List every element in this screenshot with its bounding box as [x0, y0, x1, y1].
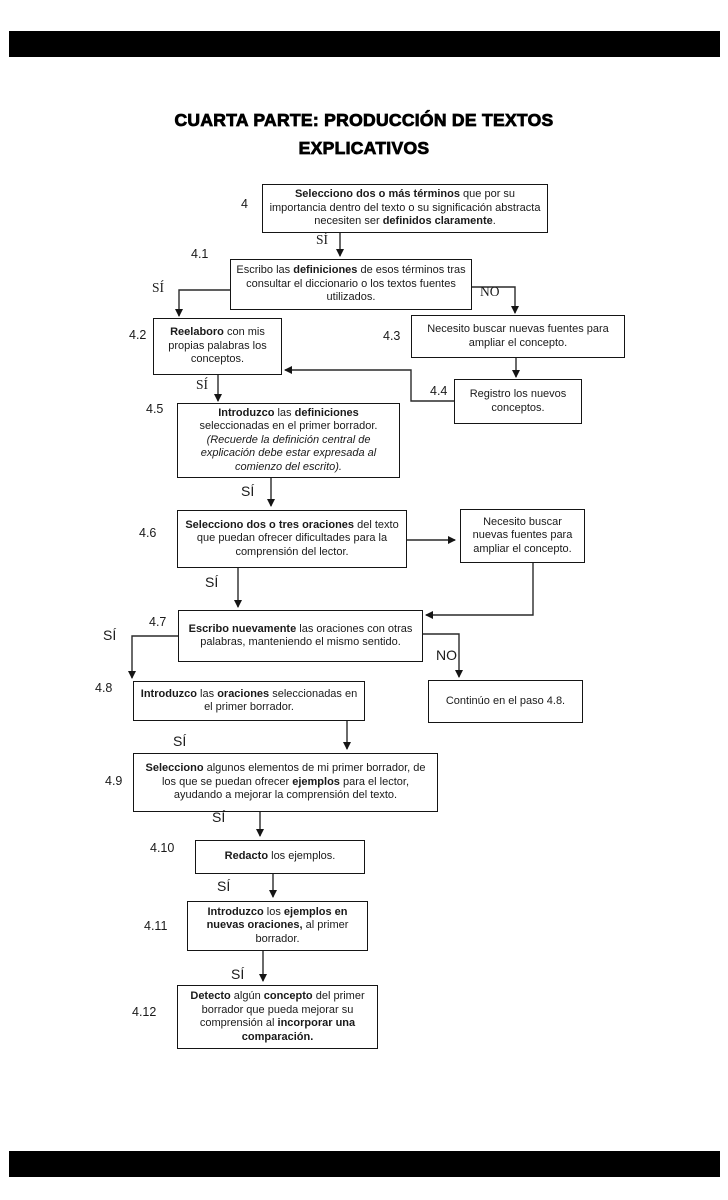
flow-connector-12	[423, 633, 463, 678]
flow-connector-5	[284, 366, 454, 402]
flow-connector-11	[128, 635, 178, 679]
flow-box-text: Detecto algún concepto del primer borrad…	[190, 990, 365, 1043]
edge-label-si-4-5: SÍ	[241, 483, 255, 499]
flow-box-4-9: Selecciono algunos elementos de mi prime…	[133, 753, 438, 812]
flow-box-4-1: Escribo las definiciones de esos término…	[230, 259, 472, 310]
flow-box-text: Selecciono dos o tres oraciones del text…	[185, 518, 399, 558]
flow-box-text: Reelaboro con mis propias palabras los c…	[168, 326, 267, 366]
page-title-line2: EXPLICATIVOS	[298, 138, 430, 159]
edge-label-si-4-6: SÍ	[205, 574, 219, 590]
step-label-4-8: 4.8	[95, 681, 113, 695]
flow-box-4-5: Introduzco las definiciones seleccionada…	[177, 403, 400, 478]
step-label-4-3: 4.3	[383, 329, 401, 343]
flow-box-continuo: Continúo en el paso 4.8.	[428, 680, 583, 723]
edge-label-no-4-1: NO	[480, 284, 500, 299]
page-title: CUARTA PARTE: PRODUCCIÓN DE TEXTOS EXPLI…	[64, 106, 664, 162]
flow-connector-3	[472, 286, 519, 314]
edge-label-no-4-7: NO	[436, 647, 457, 663]
step-label-4-9: 4.9	[105, 774, 123, 788]
edge-label-si-4-11: SÍ	[231, 966, 245, 982]
flow-box-4-2: Reelaboro con mis propias palabras los c…	[153, 318, 282, 375]
flow-box-text: Introduzco las oraciones seleccionadas e…	[140, 687, 358, 714]
flow-connector-10	[425, 563, 534, 619]
flow-box-text: Escribo las definiciones de esos término…	[236, 264, 466, 304]
step-label-4-10: 4.10	[150, 841, 175, 855]
flow-box-4-12: Detecto algún concepto del primer borrad…	[177, 985, 378, 1049]
edge-label-si-4-9: SÍ	[212, 809, 226, 825]
edge-label-si-4-2: SÍ	[196, 377, 209, 392]
step-label-4-4: 4.4	[430, 384, 448, 398]
flow-box-text: Escribo nuevamente las oraciones con otr…	[188, 622, 413, 649]
flow-box-text: Necesito buscar nuevas fuentes para ampl…	[427, 323, 609, 349]
flow-box-text: Redacto los ejemplos.	[224, 850, 336, 863]
step-label-4-5: 4.5	[146, 402, 164, 416]
flow-box-4-4: Registro los nuevos conceptos.	[454, 379, 582, 424]
edge-label-si-4-7: SÍ	[103, 627, 117, 643]
step-label-4-11: 4.11	[144, 919, 168, 933]
flow-box-text: Introduzco los ejemplos en nuevas oracio…	[206, 905, 349, 945]
flow-box-4: Selecciono dos o más términos que por su…	[262, 184, 548, 233]
flow-box-4-7: Escribo nuevamente las oraciones con otr…	[178, 610, 423, 662]
flow-box-4-8: Introduzco las oraciones seleccionadas e…	[133, 681, 365, 721]
flow-connector-2	[175, 289, 230, 317]
top-border-bar	[9, 31, 720, 57]
flow-box-text: Necesito buscar nuevas fuentes para ampl…	[472, 515, 573, 555]
bottom-border-bar	[9, 1151, 720, 1177]
step-label-4-7: 4.7	[149, 615, 167, 629]
flow-box-text: Introduzco las definiciones seleccionada…	[199, 406, 378, 473]
flow-box-text: Selecciono dos o más términos que por su…	[269, 188, 541, 228]
edge-label-si-4: SÍ	[316, 232, 329, 247]
flow-box-4-3: Necesito buscar nuevas fuentes para ampl…	[411, 315, 625, 358]
edge-label-si-4-1: SÍ	[152, 280, 165, 295]
flow-box-text: Registro los nuevos conceptos.	[469, 388, 567, 414]
step-label-4-1: 4.1	[191, 247, 209, 261]
flow-box-text: Selecciono algunos elementos de mi prime…	[145, 762, 426, 802]
step-label-4-6: 4.6	[139, 526, 157, 540]
step-label-4-12: 4.12	[132, 1005, 157, 1019]
flow-box-text: Continúo en el paso 4.8.	[445, 694, 566, 707]
flow-box-4-6: Selecciono dos o tres oraciones del text…	[177, 510, 407, 568]
step-label-4-2: 4.2	[129, 328, 147, 342]
edge-label-si-4-8: SÍ	[173, 733, 187, 749]
page-title-line1: CUARTA PARTE: PRODUCCIÓN DE TEXTOS	[174, 110, 554, 131]
step-label-4: 4	[241, 197, 248, 211]
flow-box-4-11: Introduzco los ejemplos en nuevas oracio…	[187, 901, 368, 951]
edge-label-si-4-10: SÍ	[217, 878, 231, 894]
flow-box-fuentes2: Necesito buscar nuevas fuentes para ampl…	[460, 509, 585, 563]
flow-box-4-10: Redacto los ejemplos.	[195, 840, 365, 874]
